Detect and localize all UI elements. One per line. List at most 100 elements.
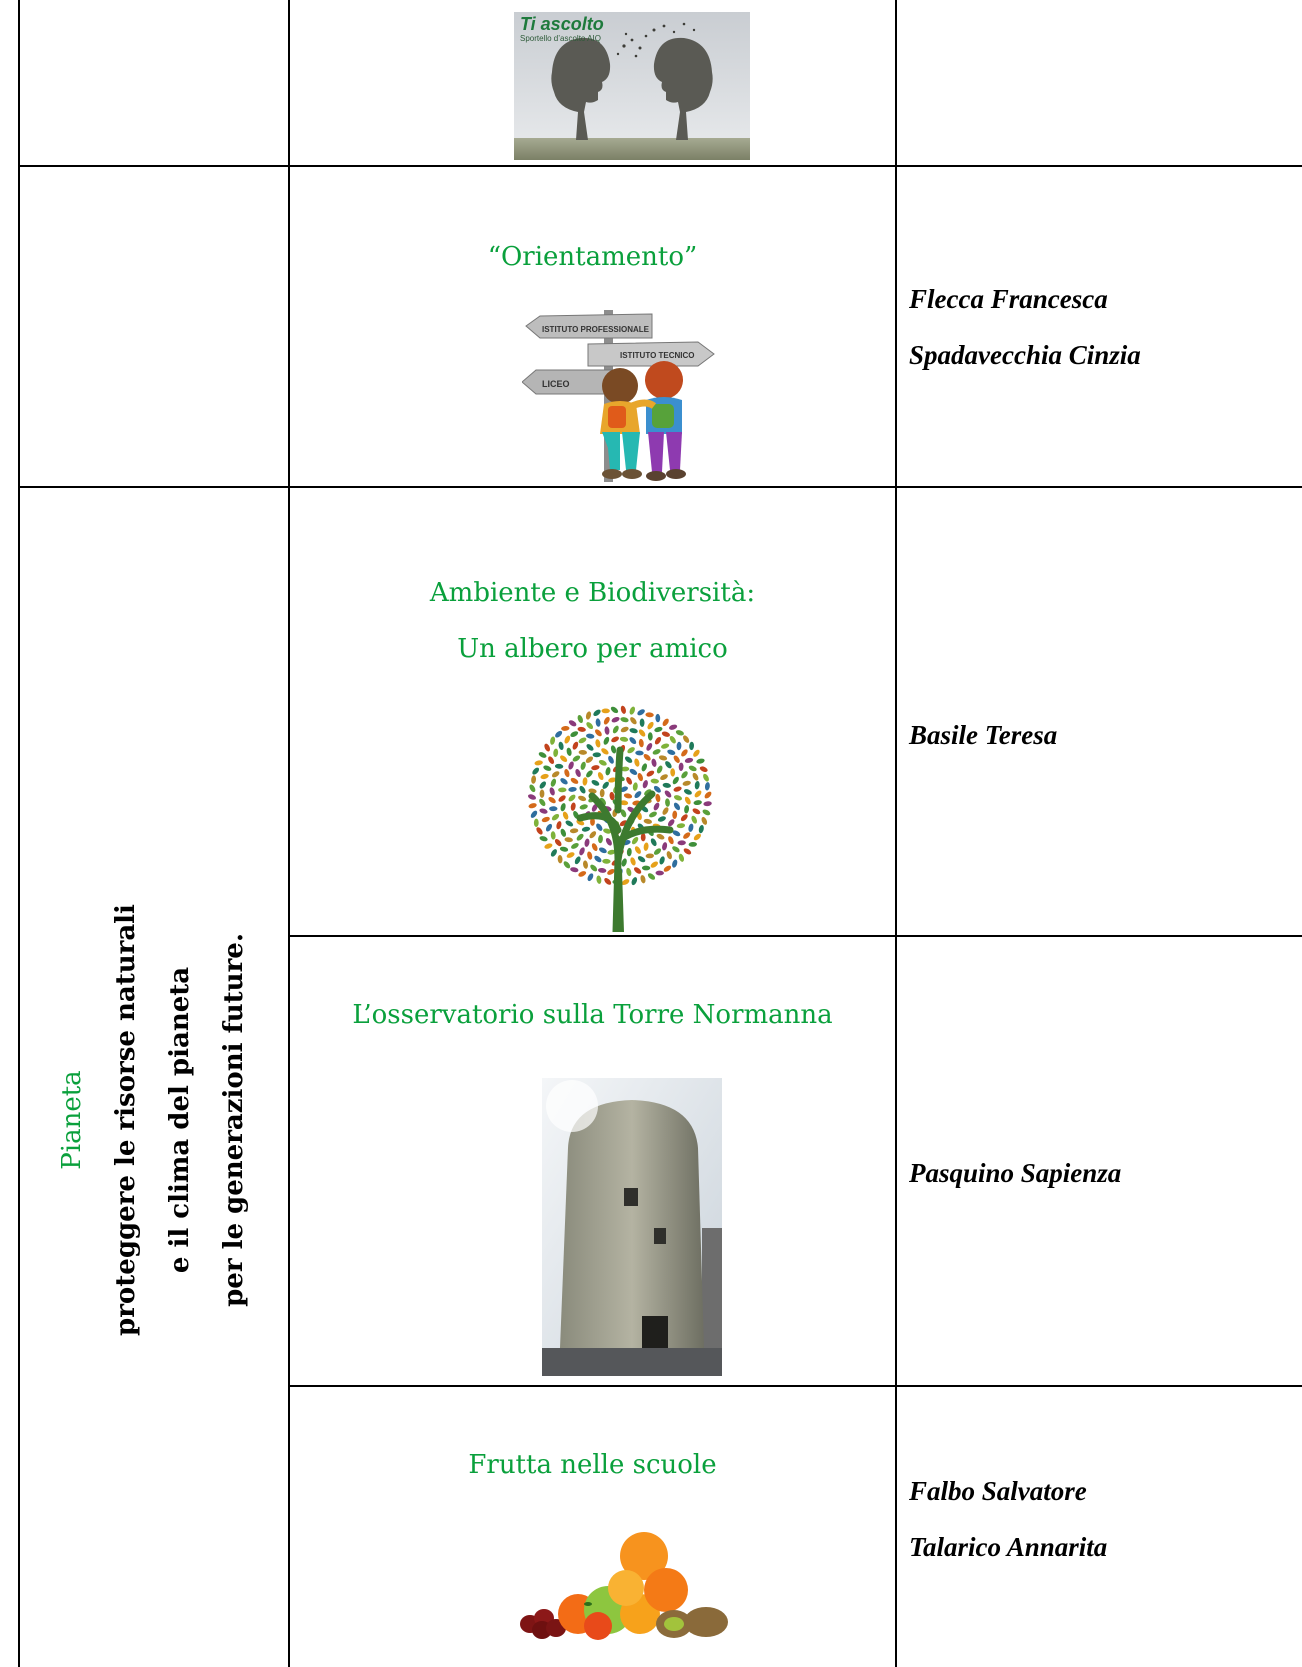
tree-leaf — [672, 830, 681, 837]
tree-leaf — [654, 736, 662, 745]
tree-leaf — [645, 853, 654, 859]
tree-leaf — [594, 855, 602, 863]
tree-leaf — [577, 726, 586, 732]
tree-leaf — [605, 838, 612, 846]
tree-leaf — [620, 717, 629, 723]
tree-leaf — [560, 828, 567, 837]
tree-leaf — [701, 816, 708, 825]
tree-leaf — [539, 836, 548, 842]
tree-leaf — [555, 730, 563, 738]
tree-leaf — [603, 716, 610, 725]
tree-leaf — [619, 800, 629, 806]
tree-leaf — [530, 810, 538, 818]
tree-leaf — [639, 718, 645, 727]
tree-leaf — [589, 831, 597, 839]
tree-leaf — [660, 774, 668, 780]
tree-leaf — [570, 777, 579, 784]
tree-leaf — [528, 803, 537, 809]
tree-leaf — [533, 818, 539, 827]
tree-leaf — [673, 786, 682, 792]
tree-leaf — [677, 840, 686, 846]
tree-leaf — [620, 705, 626, 714]
ambiente-title-line1: Ambiente e Biodiversità: — [429, 578, 756, 608]
tree-leaf — [563, 861, 571, 869]
tree-leaf — [595, 729, 602, 737]
tree-leaf — [655, 713, 661, 723]
tree-leaf — [603, 736, 610, 745]
pianeta-line-3: per le generazioni future. — [219, 933, 249, 1307]
osservatorio-title: L’osservatorio sulla Torre Normanna — [352, 1000, 833, 1030]
tree-leaf — [703, 773, 709, 782]
tree-leaf — [539, 781, 547, 789]
tree-leaf — [529, 784, 536, 793]
tree-leaf — [666, 851, 672, 860]
tree-leaf — [667, 819, 675, 827]
tree-leaf — [623, 793, 633, 799]
tree-leaf — [673, 795, 683, 801]
tree-leaf — [595, 739, 601, 748]
tree-leaf — [550, 849, 557, 857]
ambiente-name-1: Basile Teresa — [909, 720, 1058, 750]
tree-leaf — [626, 847, 632, 857]
tree-leaf — [536, 827, 543, 835]
tree-leaf — [609, 791, 615, 801]
tree-leaf — [578, 737, 587, 744]
tree-leaf — [544, 843, 553, 849]
tree-leaf — [604, 726, 610, 735]
tree-leaf — [604, 878, 612, 885]
sign-label-liceo: LICEO — [542, 379, 570, 389]
tree-leaf — [603, 828, 612, 834]
tree-leaf — [681, 749, 688, 757]
tree-leaf — [662, 782, 671, 788]
orientamento-name-2: Spadavecchia Cinzia — [909, 340, 1141, 370]
tree-leaf — [612, 725, 619, 734]
tree-leaf — [620, 766, 630, 772]
tree-leaf — [591, 843, 598, 851]
tree-leaf — [678, 762, 684, 771]
tree-leaf — [587, 873, 594, 882]
tree-leaf — [634, 791, 642, 799]
tree-leaf — [676, 741, 682, 751]
tree-leaf — [564, 769, 570, 778]
tree-leaf — [637, 709, 645, 716]
orientamento-signpost-image: ISTITUTO PROFESSIONALE ISTITUTO TECNICO … — [522, 310, 715, 482]
orientamento-name-1: Flecca Francesca — [909, 284, 1108, 314]
tree-leaf — [534, 760, 543, 766]
tree-leaf — [659, 856, 665, 865]
tree-leaf — [564, 735, 571, 744]
tree-leaf — [560, 803, 566, 812]
torre-normanna-image — [542, 1078, 722, 1376]
tree-leaf — [611, 736, 619, 743]
tree-leaf — [630, 717, 637, 725]
tree-leaf — [646, 743, 653, 751]
tree-leaf — [578, 795, 587, 802]
tree-leaf — [596, 823, 603, 831]
tree-leaf — [670, 768, 676, 777]
tree-leaf — [556, 821, 562, 830]
tree-leaf — [629, 728, 638, 734]
tree-leaf — [543, 765, 552, 771]
tree-leaf — [539, 789, 545, 798]
tree-leaf — [621, 879, 630, 886]
sign-label-professionale: ISTITUTO PROFESSIONALE — [542, 325, 650, 334]
tree-leaf — [544, 743, 551, 752]
tree-leaf — [620, 786, 628, 792]
tree-leaf — [539, 808, 548, 814]
tree-leaf — [564, 837, 573, 843]
tree-leaf — [621, 858, 627, 867]
tree-leaf — [610, 745, 617, 754]
tree-leaf — [548, 796, 556, 804]
tree-leaf — [680, 814, 688, 822]
tree-leaf — [568, 761, 574, 770]
tree-leaf — [562, 811, 569, 820]
tree-leaf — [661, 743, 670, 749]
tree-leaf — [629, 737, 637, 745]
tree-leaf — [653, 785, 661, 793]
table-divider-col1 — [288, 0, 290, 1667]
pianeta-cell: Pianeta proteggere le risorse naturali e… — [18, 770, 288, 1470]
tree-leaf — [591, 803, 598, 812]
tree-leaf — [585, 756, 594, 763]
tree-leaf — [655, 793, 661, 803]
tree-of-leaves-image — [528, 705, 712, 932]
tree-leaf — [626, 867, 632, 877]
